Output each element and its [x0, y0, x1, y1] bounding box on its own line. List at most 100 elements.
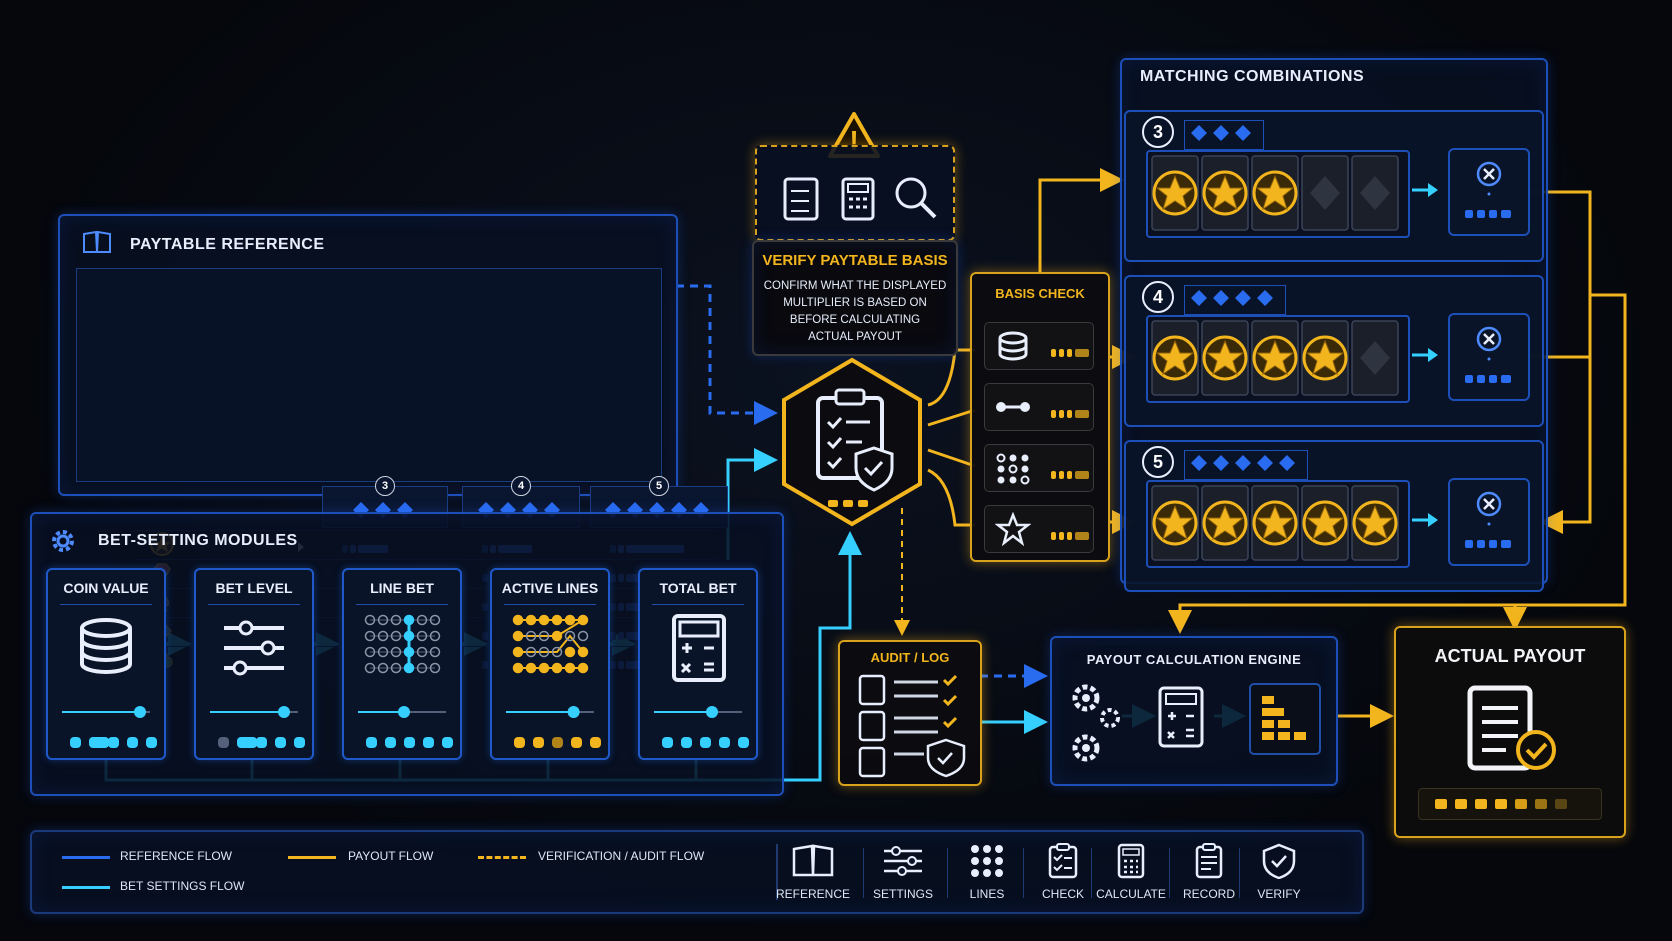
basis-check-row[interactable] [984, 505, 1094, 553]
module-slider[interactable] [504, 704, 596, 718]
arrow-right-icon [1412, 510, 1440, 530]
shield-legend-item[interactable]: VERIFY [1239, 843, 1319, 901]
multiplier-result[interactable] [1448, 313, 1530, 401]
module-divider [356, 604, 448, 605]
combination-3: 3 [1124, 110, 1544, 262]
paytable-panel: PAYTABLE REFERENCE 3 4 5 [58, 214, 728, 669]
multiplier-result[interactable] [1448, 478, 1530, 566]
line-icon [995, 390, 1031, 424]
module-slider[interactable] [652, 704, 744, 718]
legend-icon-divider [1169, 848, 1170, 898]
record-icon [1169, 843, 1249, 883]
verify-panel: VERIFY PAYTABLE BASIS CONFIRM WHAT THE D… [752, 240, 958, 356]
legend-icon-divider [1239, 848, 1240, 898]
paytable-col-count: 3 [375, 476, 395, 496]
legend-icon-label: VERIFY [1257, 887, 1301, 901]
legend-audit: VERIFICATION / AUDIT FLOW [538, 849, 705, 863]
module-total-bet[interactable]: TOTAL BET [638, 568, 758, 760]
module-divider [60, 604, 152, 605]
legend-icon-divider [947, 848, 948, 898]
calculator-legend-item[interactable]: CALCULATE [1091, 843, 1171, 901]
module-icon [510, 614, 590, 684]
verify-text-1: CONFIRM WHAT THE DISPLAYED [763, 280, 947, 292]
reel-result [1146, 480, 1410, 568]
legend-payout: PAYOUT FLOW [348, 849, 434, 863]
combination-diamonds [1184, 285, 1286, 315]
module-label: TOTAL BET [659, 580, 737, 596]
audit-title: AUDIT / LOG [870, 650, 950, 665]
checklist-icon [783, 177, 819, 225]
paytable-col-count: 4 [511, 476, 531, 496]
module-line-bet[interactable]: LINE BET [342, 568, 462, 760]
payout-indicator [1418, 788, 1602, 820]
module-slider[interactable] [356, 704, 448, 718]
combination-diamonds [1184, 450, 1308, 480]
star-icon [994, 511, 1032, 547]
verify-title: VERIFY PAYTABLE BASIS [762, 252, 948, 269]
bet-modules-title: BET-SETTING MODULES [98, 532, 298, 549]
combination-count-badge: 5 [1142, 446, 1174, 478]
basis-indicator [1051, 525, 1091, 540]
sliders-legend-item[interactable]: SETTINGS [863, 843, 943, 901]
module-divider [504, 604, 596, 605]
legend-icon-divider [1023, 848, 1024, 898]
legend-icon-label: RECORD [1182, 887, 1235, 901]
svg-text:!: ! [849, 125, 858, 156]
module-indicator [662, 734, 762, 748]
sliders-icon [863, 843, 943, 883]
legend-divider [776, 844, 778, 900]
legend-bar: REFERENCE FLOW BET SETTINGS FLOW PAYOUT … [30, 830, 1364, 914]
verify-text-3: BEFORE CALCULATING [789, 314, 921, 326]
module-slider[interactable] [208, 704, 300, 718]
basis-indicator [1051, 342, 1091, 357]
gear-icon [48, 526, 78, 560]
module-label: ACTIVE LINES [501, 580, 599, 596]
basis-check-row[interactable] [984, 383, 1094, 431]
combination-5: 5 [1124, 440, 1544, 592]
receipt-check-icon [1466, 684, 1566, 780]
legend-icon-label: REFERENCE [775, 887, 850, 901]
calculator-icon [1158, 686, 1204, 752]
legend-icon-divider [1091, 848, 1092, 898]
basis-check-row[interactable] [984, 322, 1094, 370]
combination-4: 4 [1124, 275, 1544, 427]
module-indicator [70, 734, 170, 748]
basis-check-row[interactable] [984, 444, 1094, 492]
module-icon [658, 614, 738, 684]
module-indicator [218, 734, 318, 748]
book-icon [82, 230, 112, 258]
verification-hub[interactable] [778, 356, 926, 532]
paytable-title: PAYTABLE REFERENCE [130, 236, 325, 253]
gears-icon [1066, 674, 1126, 778]
actual-payout-title: ACTUAL PAYOUT [1434, 646, 1586, 666]
module-icon [214, 614, 294, 684]
module-slider[interactable] [60, 704, 152, 718]
calculator-icon [1091, 843, 1171, 883]
module-coin-value[interactable]: COIN VALUE [46, 568, 166, 760]
module-label: LINE BET [370, 580, 434, 596]
verify-text-2: MULTIPLIER IS BASED ON [783, 297, 927, 309]
matching-title: MATCHING COMBINATIONS [1140, 68, 1365, 85]
basis-indicator [1051, 403, 1091, 418]
module-bet-level[interactable]: BET LEVEL [194, 568, 314, 760]
legend-reference-line [62, 856, 110, 859]
reel-result [1146, 150, 1410, 238]
paytable-col-count: 5 [649, 476, 669, 496]
legend-reference: REFERENCE FLOW [120, 849, 233, 863]
module-indicator [514, 734, 614, 748]
module-active-lines[interactable]: ACTIVE LINES [490, 568, 610, 760]
clipboard-legend-item[interactable]: CHECK [1023, 843, 1103, 901]
record-legend-item[interactable]: RECORD [1169, 843, 1249, 901]
coins-icon [995, 329, 1031, 363]
actual-payout-panel: ACTUAL PAYOUT [1394, 626, 1626, 838]
multiplier-result[interactable] [1448, 148, 1530, 236]
basis-indicator [1051, 464, 1091, 479]
book-legend-item[interactable]: REFERENCE [773, 843, 853, 901]
module-label: COIN VALUE [63, 580, 149, 596]
grid-legend-item[interactable]: LINES [947, 843, 1027, 901]
clipboard-icon [1023, 843, 1103, 883]
module-icon [362, 614, 442, 684]
shield-icon [1239, 843, 1319, 883]
verify-text-4: ACTUAL PAYOUT [808, 331, 902, 343]
grid-icon [947, 843, 1027, 883]
